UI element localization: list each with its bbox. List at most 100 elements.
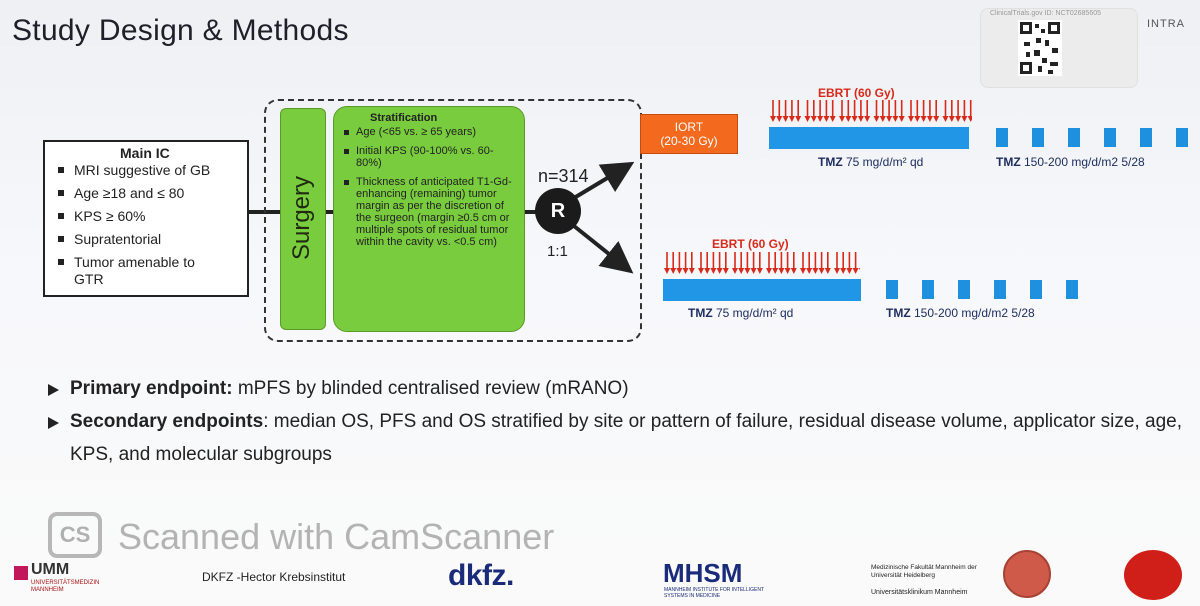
secondary-endpoints: Secondary endpoints: median OS, PFS and … [46, 405, 1186, 471]
ebrt-fraction-arrowhead [766, 268, 772, 274]
ebrt-fraction-arrowhead [688, 268, 695, 274]
ebrt-fraction-arrowhead [864, 116, 871, 122]
ebrt-fraction-arrowhead [967, 116, 972, 122]
ebrt-fraction-arrowhead [770, 116, 776, 122]
main-ic-item: Age ≥18 and ≤ 80 [56, 185, 224, 202]
ebrt-fraction-arrowhead [704, 268, 711, 274]
ebrt-fraction-arrowhead [839, 116, 845, 122]
ebrt-fraction-arrowhead [790, 268, 797, 274]
ebrt-fraction-arrowhead [716, 268, 723, 274]
mhism-subtitle: MANNHEIM INSTITUTE FOR INTELLIGENT SYSTE… [664, 587, 764, 599]
surgery-box [280, 108, 326, 330]
ebrt-fraction-arrowhead [788, 116, 795, 122]
klinikum-text: Universitätsklinikum Mannheim [871, 589, 968, 596]
stratification-item: Initial KPS (90-100% vs. 60-80%) [342, 145, 514, 169]
ebrt-fraction-arrowhead [664, 268, 670, 274]
ebrt-fraction-arrowhead [920, 116, 927, 122]
tmz-adjuvant-cycle [1104, 128, 1116, 147]
ebrt-fraction-arrowhead [810, 116, 817, 122]
ebrt-fraction-arrowhead [886, 116, 893, 122]
ebrt-fraction-arrowhead [795, 116, 802, 122]
iort-label: IORT [674, 120, 704, 134]
ebrt-fraction-arrowhead [892, 116, 899, 122]
ebrt-fraction-arrowhead [782, 116, 789, 122]
stratification-item: Thickness of anticipated T1-Gd-enhancing… [342, 176, 514, 248]
ebrt-fraction-arrowhead [858, 268, 860, 271]
tmz-adjuvant-cycle [1176, 128, 1188, 147]
umm-logo: UMM [31, 561, 70, 578]
endpoints-section: Primary endpoint: mPFS by blinded centra… [46, 372, 1186, 471]
ebrt-fraction-arrowhead [778, 268, 785, 274]
ebrt-label-arm-a: EBRT (60 Gy) [818, 86, 895, 100]
red-logo-icon [1124, 550, 1182, 600]
main-ic-item: Tumor amenable to GTR [56, 254, 224, 288]
tmz-concurrent-bar-arm-a [769, 127, 969, 149]
main-ic-title: Main IC [120, 145, 170, 161]
ebrt-fraction-arrowhead [722, 268, 729, 274]
main-ic-item: MRI suggestive of GB [56, 162, 224, 179]
tmz-concurrent-bar-arm-b [663, 279, 861, 301]
dashed-group-outline [264, 99, 642, 342]
ebrt-fraction-arrowhead [670, 268, 677, 274]
main-ic-box [43, 140, 249, 297]
dkfz-logo: dkfz. [448, 559, 514, 592]
tmz-adjuvant-cycle [994, 280, 1006, 299]
surgery-label: Surgery [288, 175, 316, 261]
tmz-adjuvant-cycle [1140, 128, 1152, 147]
ebrt-fraction-arrowhead [682, 268, 689, 274]
tmz-concurrent-label-arm-a: TMZ 75 mg/d/m² qd [818, 155, 924, 169]
tmz-adjuvant-cycle [1068, 128, 1080, 147]
tmz-adjuvant-label-arm-a: TMZ 150-200 mg/d/m2 5/28 [996, 155, 1145, 169]
main-ic-item: KPS ≥ 60% [56, 208, 224, 225]
ebrt-fraction-arrowhead [955, 116, 962, 122]
primary-endpoint: Primary endpoint: mPFS by blinded centra… [46, 372, 1186, 405]
ebrt-fraction-arrowhead [834, 268, 840, 274]
ebrt-fraction-arrowhead [784, 268, 791, 274]
stratification-title: Stratification [370, 112, 438, 124]
ebrt-fractions-arm-b [664, 252, 860, 274]
tmz-adjuvant-cycle [996, 128, 1008, 147]
ebrt-fraction-arrowhead [961, 116, 968, 122]
page-title: Study Design & Methods [12, 14, 349, 47]
tmz-adjuvant-label-arm-b: TMZ 150-200 mg/d/m2 5/28 [886, 306, 1035, 320]
ebrt-fraction-arrowhead [744, 268, 751, 274]
ebrt-fraction-arrowhead [738, 268, 745, 274]
ebrt-fraction-arrowhead [840, 268, 847, 274]
tmz-adjuvant-cycle [1032, 128, 1044, 147]
ebrt-fraction-arrowhead [806, 268, 813, 274]
umm-logo-icon [14, 566, 28, 580]
ebrt-fraction-arrowhead [851, 116, 858, 122]
ebrt-fraction-arrowhead [908, 116, 914, 122]
tmz-concurrent-label-arm-b: TMZ 75 mg/d/m² qd [688, 306, 794, 320]
ebrt-fraction-arrowhead [698, 268, 704, 274]
ebrt-fraction-arrowhead [857, 116, 864, 122]
fakultaet-text: Medizinische Fakultät Mannheim der Unive… [871, 564, 977, 579]
ebrt-fraction-arrowhead [926, 116, 933, 122]
ebrt-fraction-arrowhead [750, 268, 757, 274]
mhism-logo: MHSM [663, 558, 743, 588]
ebrt-fraction-arrowhead [879, 116, 886, 122]
tmz-adjuvant-cycle [886, 280, 898, 299]
sample-size-label: n=314 [538, 166, 589, 186]
ebrt-fraction-arrowhead [710, 268, 717, 274]
stratification-list: Age (<65 vs. ≥ 65 years) Initial KPS (90… [342, 126, 514, 255]
umm-subtitle: UNIVERSITÄTSMEDIZIN MANNHEIM [31, 580, 100, 593]
ebrt-fraction-arrowhead [676, 268, 683, 274]
ebrt-fraction-arrowhead [804, 116, 811, 122]
arrow-to-arm-b [572, 224, 634, 274]
tmz-adjuvant-cycle [958, 280, 970, 299]
camscanner-icon: CS [48, 512, 102, 558]
ebrt-fraction-arrowhead [846, 268, 853, 274]
ebrt-fraction-arrowhead [948, 116, 955, 122]
ebrt-fraction-arrowhead [776, 116, 783, 122]
ebrt-fraction-arrowhead [772, 268, 779, 274]
ebrt-fraction-arrowhead [845, 116, 852, 122]
ebrt-fraction-arrowhead [852, 268, 859, 274]
arrow-to-arm-a [572, 161, 635, 200]
tmz-adjuvant-cycle [922, 280, 934, 299]
ebrt-fraction-arrowhead [873, 116, 880, 122]
ebrt-label-arm-b: EBRT (60 Gy) [712, 237, 789, 251]
ebrt-fraction-arrowhead [800, 268, 806, 274]
main-ic-list: MRI suggestive of GB Age ≥18 and ≤ 80 KP… [56, 162, 224, 294]
ebrt-fractions-arm-a [770, 100, 972, 122]
